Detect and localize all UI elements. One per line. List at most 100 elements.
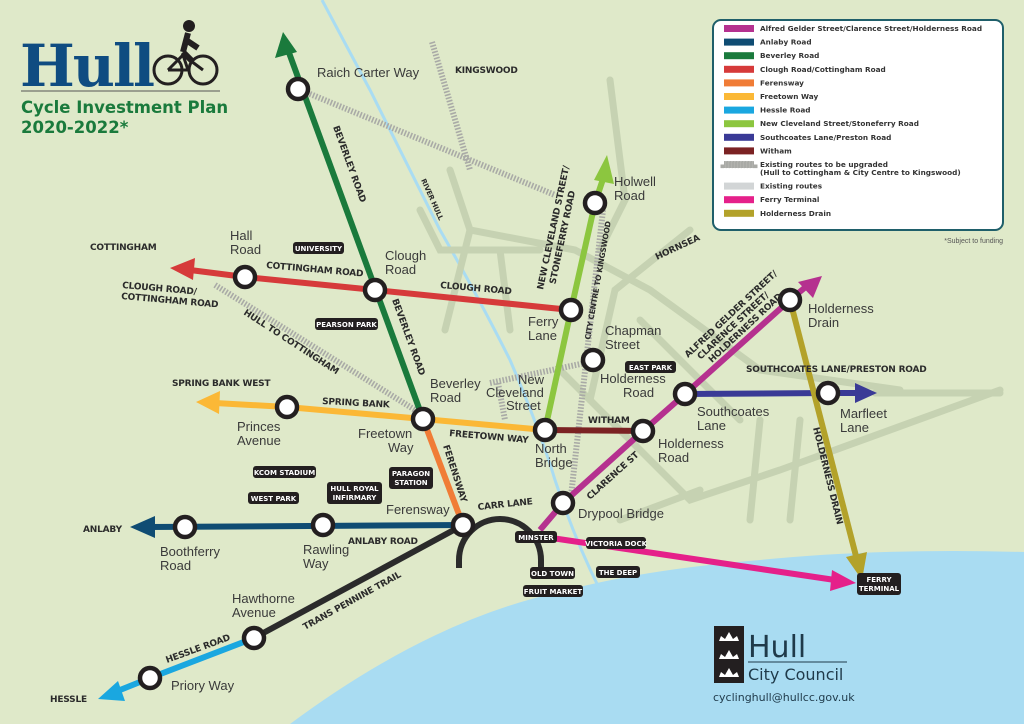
legend-item: New Cleveland Street/Stoneferry Road [724, 119, 919, 128]
badge-kcom-stadium: KCOM STADIUM [253, 466, 316, 478]
badge-old-town: OLD TOWN [530, 567, 575, 579]
legend-swatch [724, 133, 754, 141]
badge-university: UNIVERSITY [293, 242, 344, 254]
legend-label: Witham [760, 146, 792, 155]
legend-swatch [724, 93, 754, 100]
arrow-clough-cottingham [170, 258, 195, 280]
station-drypool-bridge[interactable] [550, 490, 576, 516]
label-spring-bank-west: SPRING BANK WEST [172, 379, 271, 389]
station-clough-road[interactable] [362, 277, 388, 303]
legend: Alfred Gelder Street/Clarence Street/Hol… [712, 19, 1004, 231]
label-cottingham: COTTINGHAM [90, 243, 157, 253]
legend-label: Existing routes [760, 182, 822, 191]
label-kingswood: KINGSWOOD [455, 66, 518, 76]
station-hawthorne-avenue[interactable] [241, 625, 267, 651]
legend-item: Existing routes to be upgraded(Hull to C… [720, 160, 961, 177]
route-freetown-way [214, 400, 546, 433]
legend-item: Clough Road/Cottingham Road [724, 65, 886, 74]
legend-swatch [724, 196, 754, 204]
legend-swatch [724, 65, 754, 73]
svg-text:KCOM STADIUM: KCOM STADIUM [254, 469, 315, 477]
station-ferensway[interactable] [450, 512, 476, 538]
svg-text:PEARSON PARK: PEARSON PARK [316, 321, 377, 329]
station-marfleet-lane[interactable] [815, 380, 841, 406]
route-beverley-road [285, 48, 426, 421]
council-name: Hull [748, 630, 806, 665]
council-subtitle: City Council [748, 665, 843, 684]
badge-pearson-park: PEARSON PARK [315, 318, 378, 330]
funding-footnote: *Subject to funding [944, 238, 1003, 245]
label-anlaby: ANLABY [83, 525, 123, 535]
route-trans-pennine-trail [252, 522, 465, 641]
legend-label-detail: (Hull to Cottingham & City Centre to Kin… [760, 168, 961, 177]
legend-item: Alfred Gelder Street/Clarence Street/Hol… [724, 24, 982, 33]
legend-swatch [724, 182, 754, 190]
arrow-alfred-gelder [798, 276, 822, 298]
station-hall-road[interactable] [232, 264, 258, 290]
legend-swatch [724, 79, 754, 87]
svg-text:THE DEEP: THE DEEP [599, 569, 637, 577]
station-holwell-road[interactable] [582, 190, 608, 216]
legend-item: Southcoates Lane/Preston Road [724, 133, 891, 142]
contact-email[interactable]: cyclinghull@hullcc.gov.uk [713, 691, 855, 704]
label-southcoates: SOUTHCOATES LANE/PRESTON ROAD [746, 365, 927, 375]
legend-label: Alfred Gelder Street/Clarence Street/Hol… [760, 24, 982, 33]
arrow-ferry-terminal [830, 570, 856, 591]
legend-swatch [724, 209, 754, 217]
label-anlaby-road: ANLABY ROAD [348, 537, 418, 547]
station-north-bridge[interactable] [532, 417, 558, 443]
station-southcoates-lane[interactable] [672, 381, 698, 407]
legend-label: Beverley Road [760, 51, 819, 60]
legend-item: Beverley Road [724, 51, 819, 60]
station-name: Raich Carter Way [317, 65, 420, 80]
route-holderness-drain [787, 299, 860, 561]
legend-item: Ferry Terminal [724, 195, 819, 204]
svg-text:OLD TOWN: OLD TOWN [531, 570, 574, 578]
station-princes-avenue[interactable] [274, 394, 300, 420]
arrow-freetown-way [196, 391, 220, 414]
station-boothferry-road[interactable] [172, 514, 198, 540]
station-name: Drypool Bridge [578, 506, 664, 521]
legend-label: Hessle Road [760, 106, 811, 115]
svg-text:FRUIT MARKET: FRUIT MARKET [524, 588, 583, 596]
arrow-anlaby-road [130, 516, 155, 538]
label-witham: WITHAM [588, 416, 630, 426]
station-chapman-street[interactable] [580, 347, 606, 373]
route-clough-cottingham [189, 267, 572, 313]
label-spring-bank: SPRING BANK [322, 397, 391, 411]
hull-city-council-logo: Hull City Council [714, 626, 847, 684]
legend-label: Existing routes to be upgraded [760, 160, 888, 169]
legend-swatch [724, 52, 754, 60]
legend-label: Ferry Terminal [760, 195, 819, 204]
station-priory-way[interactable] [137, 665, 163, 691]
legend-label: Anlaby Road [760, 38, 812, 47]
station-holderness-road[interactable] [630, 418, 656, 444]
station-freetown-way[interactable] [410, 406, 436, 432]
badge-the-deep: THE DEEP [596, 566, 640, 578]
legend-label: New Cleveland Street/Stoneferry Road [760, 119, 919, 128]
station-ferry-lane[interactable] [558, 297, 584, 323]
svg-text:EAST PARK: EAST PARK [629, 364, 673, 372]
station-rawling-way[interactable] [310, 512, 336, 538]
station-raich-carter-way[interactable] [285, 76, 311, 102]
legend-item: Freetown Way [724, 92, 818, 101]
legend-label: Freetown Way [760, 92, 818, 101]
legend-swatch [724, 120, 754, 128]
station-holderness-drain[interactable] [777, 287, 803, 313]
badge-fruit-market: FRUIT MARKET [523, 585, 583, 597]
